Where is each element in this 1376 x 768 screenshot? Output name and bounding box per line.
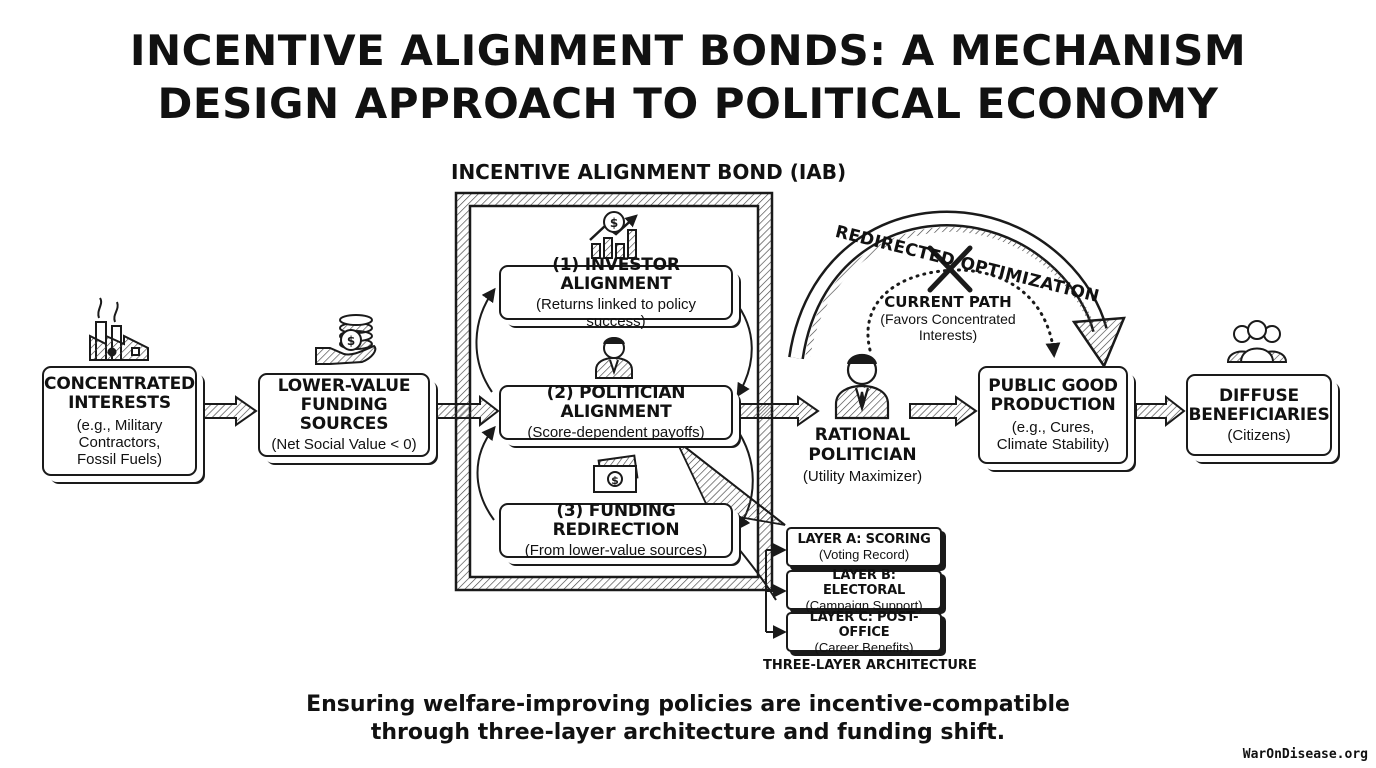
lower-value-title-1: LOWER-VALUE [277, 376, 411, 396]
politician-alignment-box: (2) POLITICIAN ALIGNMENT (Score-dependen… [499, 383, 733, 441]
three-layer-label: THREE-LAYER ARCHITECTURE [763, 658, 977, 673]
layer-a-sub: (Voting Record) [818, 547, 910, 562]
public-good-title-1: PUBLIC GOOD [988, 376, 1118, 396]
funding-redirect-sub: (From lower-value sources) [524, 542, 708, 559]
factory-icon [89, 297, 149, 361]
politician-icon [595, 337, 633, 379]
layer-c-box: LAYER C: POST-OFFICE (Career Benefits) [786, 609, 942, 655]
concentrated-interests-box: CONCENTRATED INTERESTS (e.g., Military C… [42, 366, 197, 476]
rational-title-1: RATIONAL [814, 425, 911, 445]
politician-align-sub: (Score-dependent payoffs) [527, 424, 705, 441]
politician-align-title: (2) POLITICIAN ALIGNMENT [546, 383, 686, 422]
rational-sub: (Utility Maximizer) [802, 468, 923, 485]
current-path-title: CURRENT PATH [884, 293, 1012, 311]
rational-title-2: POLITICIAN [808, 445, 917, 465]
rational-politician-label: RATIONAL POLITICIAN (Utility Maximizer) [790, 425, 935, 485]
lower-value-funding-box: LOWER-VALUE FUNDING SOURCES (Net Social … [258, 373, 430, 457]
layer-c-title: LAYER C: POST-OFFICE [809, 609, 919, 640]
diffuse-sub: (Citizens) [1227, 426, 1291, 444]
concentrated-sub-3: Fossil Fuels) [76, 450, 162, 468]
title-line-1: INCENTIVE ALIGNMENT BONDS: A MECHANISM [129, 26, 1247, 75]
svg-text:$: $ [347, 334, 355, 348]
diffuse-title-1: DIFFUSE [1219, 385, 1299, 406]
investor-title: (1) INVESTOR ALIGNMENT [552, 254, 680, 294]
growth-chart-icon: $ [589, 211, 638, 259]
lower-value-sub: (Net Social Value < 0) [271, 436, 417, 453]
concentrated-sub-2: Contractors, [78, 433, 161, 451]
iab-loop-arrows [475, 287, 754, 531]
people-icon [1226, 320, 1288, 363]
lower-value-title-2: FUNDING SOURCES [299, 395, 389, 434]
layer-b-box: LAYER B: ELECTORAL (Campaign Support) [786, 567, 942, 613]
current-path-dotted-arrow [866, 268, 1061, 358]
redirected-optimization-arrow [788, 210, 1126, 369]
arrow-lower-to-iab [435, 394, 500, 428]
concentrated-title-1: CONCENTRATED [44, 373, 195, 394]
funding-redirection-box: (3) FUNDING REDIRECTION (From lower-valu… [499, 501, 733, 559]
investor-sub: (Returns linked to policy success) [535, 295, 697, 330]
arrow-politician-to-public [909, 395, 978, 427]
money-hand-icon: $ [315, 314, 377, 365]
concentrated-sub-1: (e.g., Military [76, 416, 163, 434]
caption-line-2: through three-layer architecture and fun… [370, 720, 1006, 745]
layers-bracket [765, 543, 787, 639]
layer-c-sub: (Career Benefits) [814, 639, 914, 655]
concentrated-title-2: INTERESTS [68, 392, 171, 413]
svg-text:$: $ [611, 474, 619, 487]
diffuse-beneficiaries-box: DIFFUSE BENEFICIARIES (Citizens) [1186, 374, 1332, 456]
watermark: WarOnDisease.org [1242, 747, 1368, 762]
arrow-concentrated-to-lower [203, 395, 258, 427]
arrow-iab-to-politician [737, 395, 820, 427]
layer-b-sub: (Campaign Support) [805, 597, 923, 613]
caption-line-1: Ensuring welfare-improving policies are … [306, 692, 1070, 717]
current-path-sub-1: (Favors Concentrated [880, 311, 1016, 327]
funding-redirect-title: (3) FUNDING REDIRECTION [552, 501, 680, 540]
current-path-label: CURRENT PATH (Favors Concentrated Intere… [868, 293, 1028, 344]
layer-a-title: LAYER A: SCORING [797, 532, 931, 547]
iab-label: INCENTIVE ALIGNMENT BOND (IAB) [451, 160, 847, 184]
public-good-title-2: PRODUCTION [990, 395, 1116, 415]
layer-b-title: LAYER B: ELECTORAL [822, 567, 906, 598]
banknote-icon: $ [593, 454, 639, 493]
title-line-2: DESIGN APPROACH TO POLITICAL ECONOMY [157, 79, 1219, 128]
cross-icon [927, 245, 973, 293]
layer-a-box: LAYER A: SCORING (Voting Record) [786, 527, 942, 567]
public-good-sub-1: (e.g., Cures, [1011, 419, 1095, 436]
arrow-public-to-diffuse [1135, 394, 1186, 428]
diffuse-title-2: BENEFICIARIES [1188, 404, 1330, 425]
public-good-sub-2: Climate Stability) [996, 436, 1110, 453]
flow-arrows [203, 394, 1186, 428]
public-good-production-box: PUBLIC GOOD PRODUCTION (e.g., Cures, Cli… [978, 366, 1128, 464]
rational-politician-icon [834, 353, 890, 420]
current-path-sub-2: Interests) [918, 327, 978, 343]
svg-text:$: $ [610, 216, 618, 230]
investor-alignment-box: (1) INVESTOR ALIGNMENT (Returns linked t… [499, 255, 733, 330]
